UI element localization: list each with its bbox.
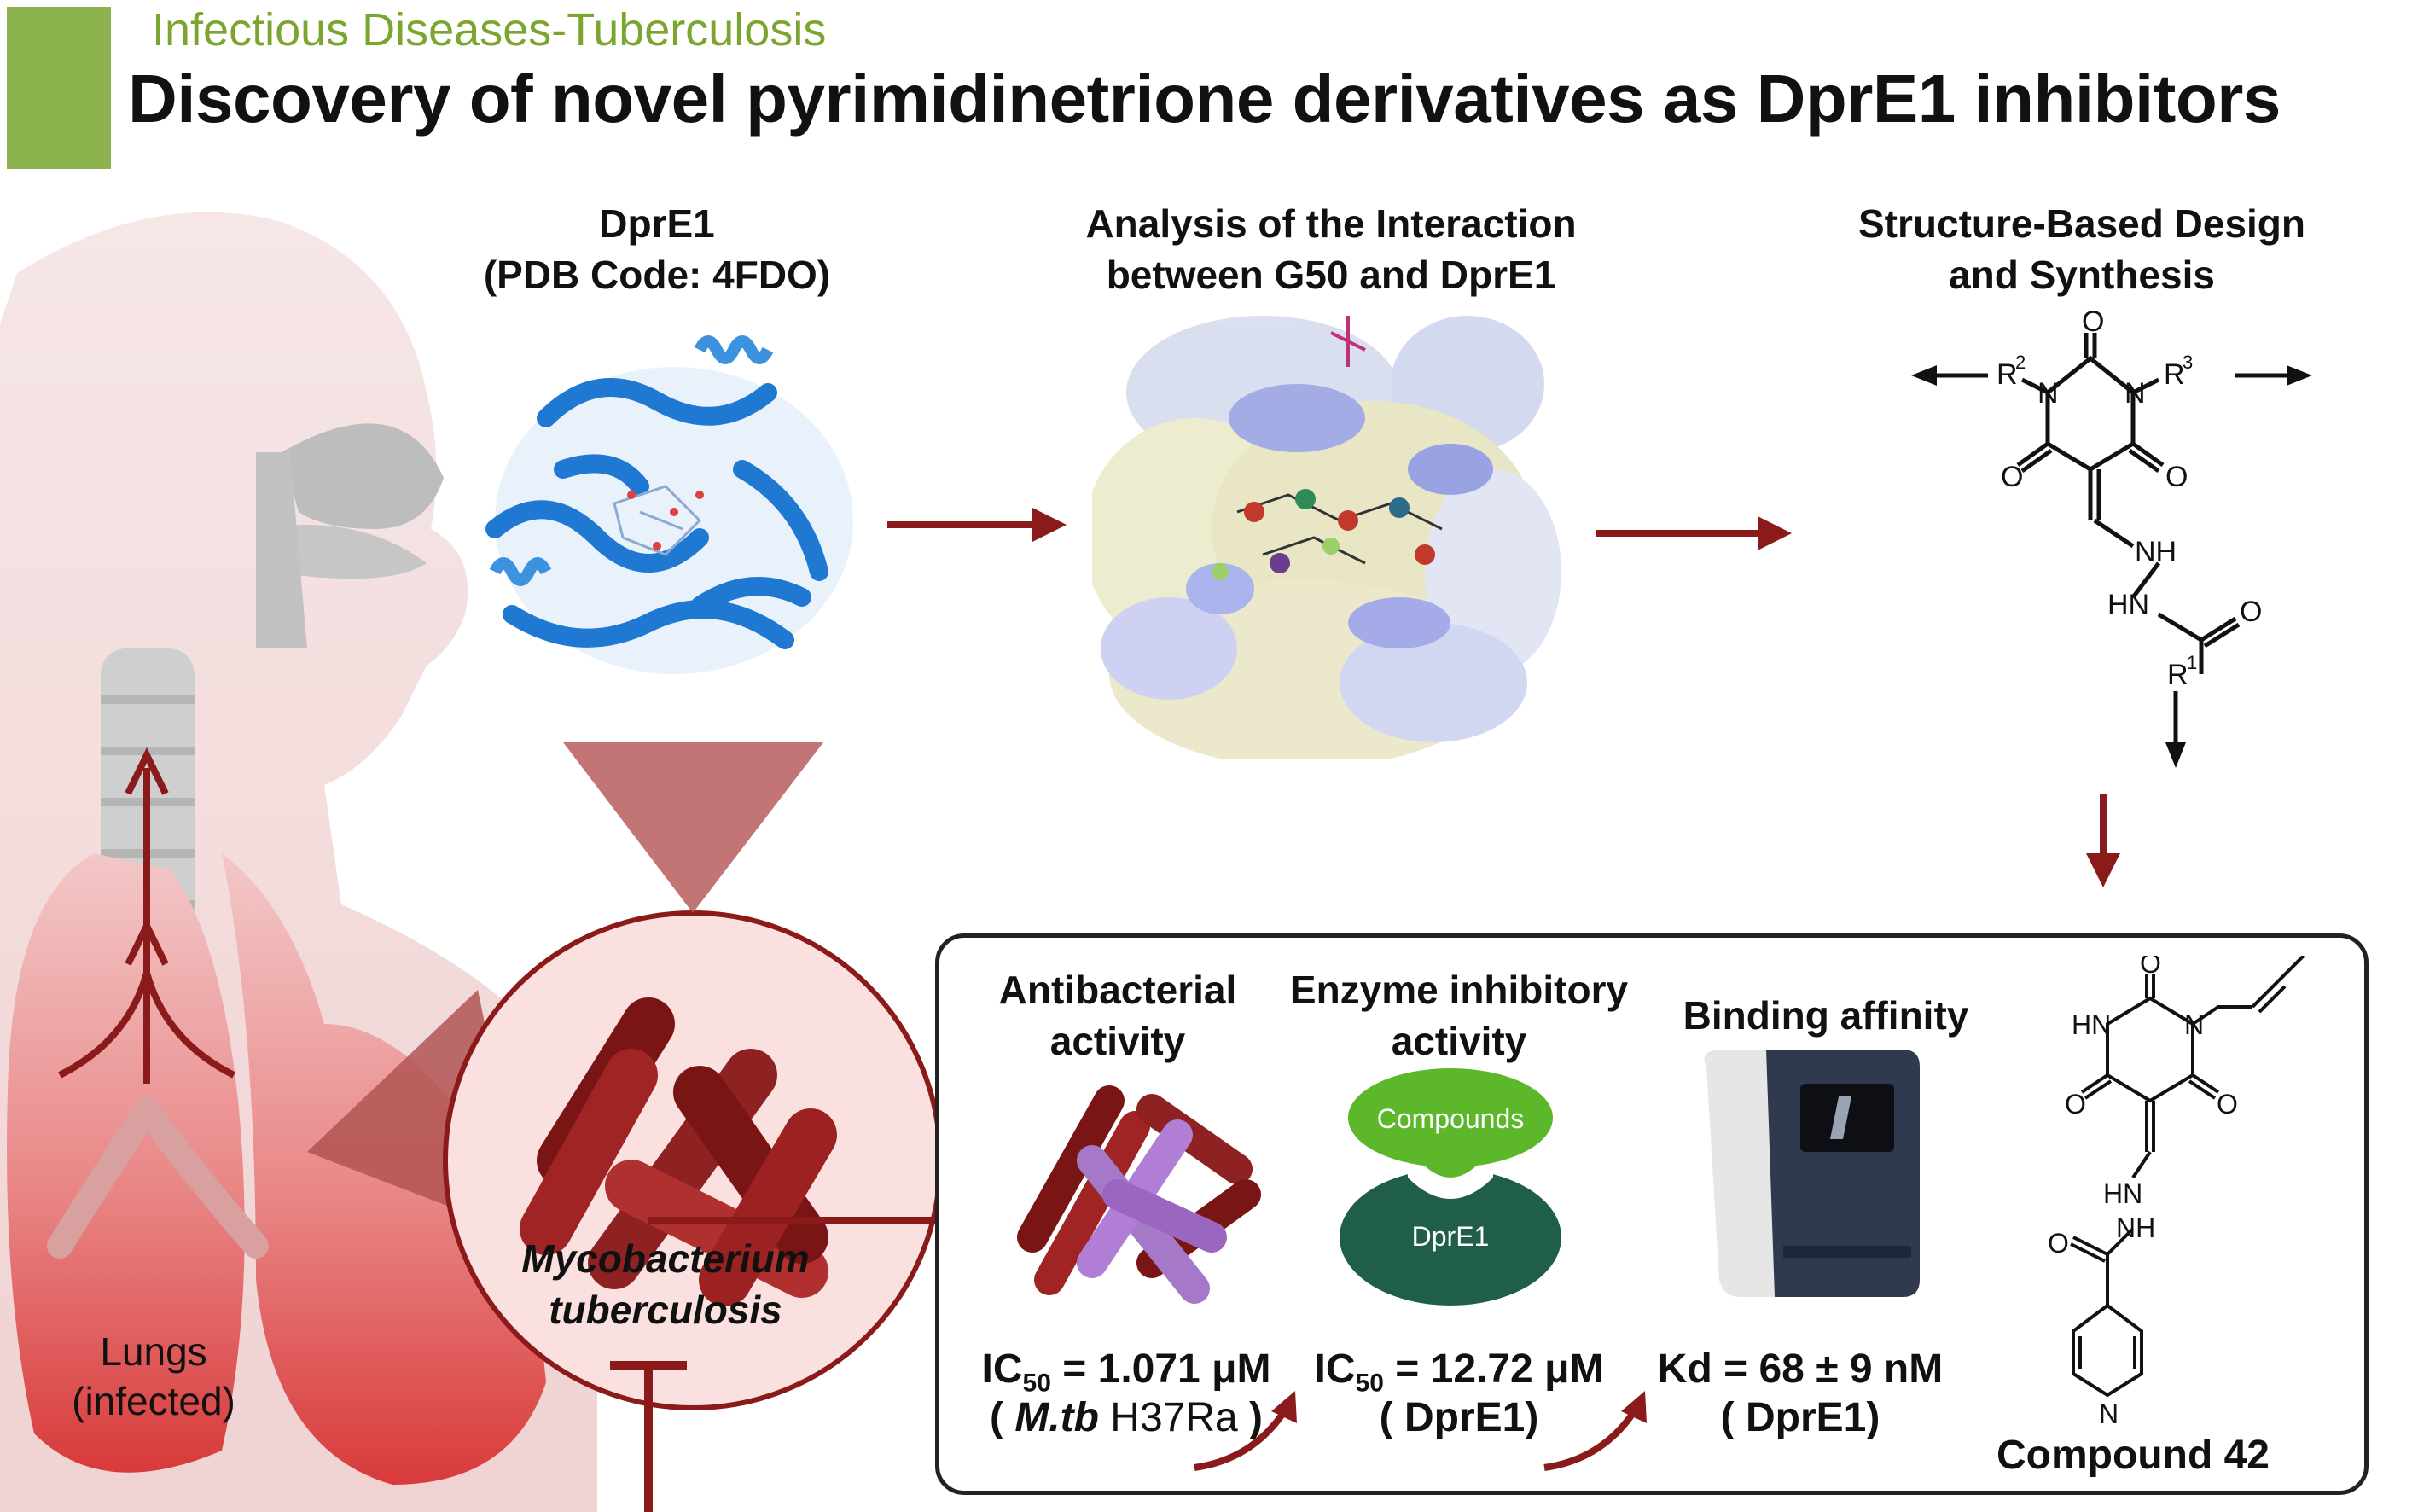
ic50-value-1: = 1.071 μM xyxy=(1050,1346,1271,1392)
arrow-design-to-results xyxy=(2086,794,2120,887)
bacterium-label-line-1: Mycobacterium xyxy=(521,1236,810,1281)
strain-open-paren: ( xyxy=(989,1395,1003,1440)
lungs-label-line-1: Lungs xyxy=(100,1329,207,1374)
atom-o-amide: O xyxy=(2240,596,2262,628)
curved-arrow-1 xyxy=(1194,1391,1297,1471)
atom-o-right: O xyxy=(2165,461,2188,493)
antibacterial-title: Antibacterial activity xyxy=(947,964,1288,1067)
enzyme-title-line-1: Enzyme inhibitory xyxy=(1289,968,1629,1012)
atom-r2: R xyxy=(1997,358,2018,391)
dpre1-protein-structure xyxy=(485,335,853,674)
enzyme-title: Enzyme inhibitory activity xyxy=(1263,964,1655,1067)
atom-o-left: O xyxy=(2001,461,2023,493)
c42-atom-o-amide: O xyxy=(2048,1228,2069,1259)
arrow-interaction-to-design xyxy=(1596,516,1792,550)
strain-close-paren: ) xyxy=(1249,1395,1264,1440)
lungs-label-line-2: (infected) xyxy=(72,1379,235,1423)
atom-r3-superscript: 3 xyxy=(2183,352,2193,373)
ic50-antibacterial: IC50 = 1.071 μM xyxy=(956,1344,1297,1410)
protein-title: DprE1 (PDB Code: 4FDO) xyxy=(444,198,870,300)
ic50-label-1: IC xyxy=(981,1346,1023,1392)
dpre1-shape xyxy=(1340,1169,1561,1306)
c42-atom-o-right: O xyxy=(2217,1089,2238,1119)
pyrimidinetrione-scaffold: O O O N N R 2 R 3 NH HN O R 1 xyxy=(1911,307,2312,768)
ic50-subscript-1: 50 xyxy=(1022,1369,1051,1398)
compound-42-structure: O O O HN N HN NH O N xyxy=(2048,956,2305,1429)
human-silhouette-illustration xyxy=(0,212,939,1512)
atom-n-right: N xyxy=(2124,377,2146,410)
design-title-line-1: Structure-Based Design xyxy=(1857,201,2305,246)
atom-r1-superscript: 1 xyxy=(2187,652,2197,673)
c42-atom-o-top: O xyxy=(2140,956,2161,979)
interaction-title: Analysis of the Interaction between G50 … xyxy=(1024,198,1638,300)
atom-hn: HN xyxy=(2107,589,2149,621)
protein-title-line-2: (PDB Code: 4FDO) xyxy=(483,253,831,297)
compounds-label: Compounds xyxy=(1377,1103,1525,1134)
strain-name: H37Ra xyxy=(1098,1395,1238,1440)
kd-value: Kd = 68 ± 9 nM xyxy=(1657,1346,1944,1392)
atom-r2-superscript: 2 xyxy=(2015,352,2026,373)
c42-atom-n-ring: N xyxy=(2184,1009,2204,1040)
lungs-label: Lungs (infected) xyxy=(51,1327,256,1426)
atom-nh: NH xyxy=(2135,536,2177,568)
curved-arrow-2 xyxy=(1543,1391,1647,1471)
enzyme-compound-binding-icon: Compounds DprE1 xyxy=(1340,1068,1561,1306)
zoom-triangle xyxy=(563,742,823,913)
ic50-label-2: IC xyxy=(1314,1346,1356,1392)
c42-atom-hn: HN xyxy=(2103,1178,2142,1209)
c42-atom-hn-ring: HN xyxy=(2072,1009,2111,1040)
ic50-enzyme: IC50 = 12.72 μM xyxy=(1288,1344,1630,1410)
trachea-arrowhead-lower xyxy=(125,917,169,966)
arrow-protein-to-interaction xyxy=(887,508,1067,542)
atom-r3: R xyxy=(2164,358,2185,391)
inhibition-connector xyxy=(648,1217,939,1224)
binding-title: Binding affinity xyxy=(1683,993,1969,1038)
antibacterial-title-line-1: Antibacterial xyxy=(998,968,1237,1012)
pharynx xyxy=(256,452,307,648)
c42-atom-n-pyridine: N xyxy=(2099,1399,2119,1429)
binding-instrument-icon xyxy=(1704,1050,1920,1297)
page-title: Discovery of novel pyrimidinetrione deri… xyxy=(128,61,2281,137)
header-accent-bar xyxy=(7,7,111,169)
interaction-title-line-1: Analysis of the Interaction xyxy=(1085,201,1577,246)
bacteria-rods xyxy=(520,997,837,1306)
atom-n-left: N xyxy=(2037,377,2059,410)
bacterium-label: Mycobacterium tuberculosis xyxy=(503,1233,828,1335)
category-label: Infectious Diseases-Tuberculosis xyxy=(152,4,827,55)
trachea-arrowhead-upper xyxy=(125,747,169,795)
bacterium-label-line-2: tuberculosis xyxy=(549,1288,782,1332)
compound-name: Compound 42 xyxy=(1997,1433,2270,1478)
protein-title-line-1: DprE1 xyxy=(599,201,715,246)
c42-atom-o-left: O xyxy=(2065,1089,2086,1119)
results-panel xyxy=(935,933,2369,1495)
dpre1-label: DprE1 xyxy=(1412,1221,1490,1252)
kd-note: ( DprE1) xyxy=(1720,1395,1880,1440)
bronchi xyxy=(47,1096,269,1259)
design-title: Structure-Based Design and Synthesis xyxy=(1809,198,2355,300)
ic50-subscript-2: 50 xyxy=(1355,1369,1384,1398)
enzyme-title-line-2: activity xyxy=(1391,1019,1527,1063)
atom-r1: R xyxy=(2167,659,2188,691)
atom-o-top: O xyxy=(2082,307,2104,338)
compounds-shape xyxy=(1348,1068,1553,1167)
ic50-value-2: = 12.72 μM xyxy=(1383,1346,1604,1392)
interaction-title-line-2: between G50 and DprE1 xyxy=(1106,253,1556,297)
ic50-antibacterial-note: ( M.tb H37Ra ) xyxy=(956,1393,1297,1444)
design-title-line-2: and Synthesis xyxy=(1949,253,2215,297)
c42-atom-nh: NH xyxy=(2116,1213,2155,1243)
ic50-enzyme-note: ( DprE1) xyxy=(1379,1395,1539,1440)
strain-italic: M.tb xyxy=(1014,1395,1099,1440)
nasal-cavity xyxy=(282,423,444,529)
g50-dpre1-interaction-surface xyxy=(1092,316,1570,759)
antibacterial-title-line-2: activity xyxy=(1049,1019,1186,1063)
antibacterial-bacteria-icon xyxy=(1017,1085,1261,1304)
